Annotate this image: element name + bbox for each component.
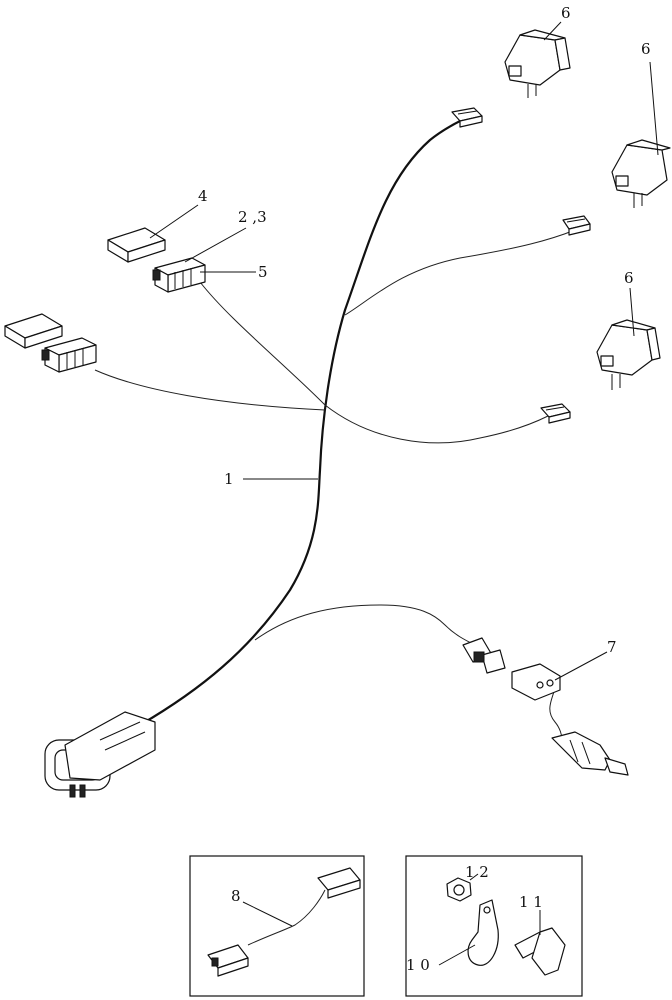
- callout-11: 1 1: [519, 893, 543, 911]
- callout-6-switch-1: 6: [561, 4, 571, 22]
- callout-4: 4: [198, 187, 208, 205]
- inline-connector-pair: [462, 637, 506, 674]
- multi-pin-connector-item-5: [152, 257, 206, 293]
- module-box-item-4: [107, 227, 166, 263]
- bolt-item-11: [514, 927, 566, 976]
- top-plug-connector: [451, 107, 483, 128]
- clamp-item-10: [467, 899, 499, 966]
- sensor-connector-item-7: [511, 663, 561, 701]
- callout-6-switch-2: 6: [641, 40, 651, 58]
- callout-7: 7: [607, 638, 617, 656]
- callout-10: 1 0: [406, 956, 430, 974]
- main-harness-plug: [44, 711, 156, 798]
- sensor-probe: [551, 731, 629, 776]
- branch-wire-to-sensor: [254, 604, 476, 646]
- callout-1: 1: [224, 470, 234, 488]
- callout-2-3: 2 ,3: [238, 208, 267, 226]
- lower-right-plug-connector: [540, 403, 571, 424]
- branch-wire-to-right-connector: [344, 229, 576, 316]
- hex-nut-item-12: [446, 877, 472, 902]
- callout-8: 8: [231, 887, 241, 905]
- callout-5: 5: [258, 263, 268, 281]
- inset-frame-items-10-12: [405, 855, 583, 997]
- right-plug-connector: [562, 215, 591, 236]
- left-multi-pin-connector: [41, 337, 97, 373]
- callout-12: 1 2: [465, 863, 489, 881]
- branch-wire-to-connector-5: [199, 281, 549, 444]
- main-harness-trunk: [139, 119, 463, 726]
- branch-wire-to-left-connector: [94, 369, 326, 411]
- rocker-switch-1: [504, 29, 571, 98]
- leader-lines: [149, 21, 659, 966]
- left-module-box: [4, 313, 63, 349]
- jumper-harness-item-8: [207, 867, 361, 977]
- inset-frame-item-8: [189, 855, 365, 997]
- rocker-switch-2: [611, 139, 671, 208]
- rocker-switch-3: [596, 319, 661, 390]
- sensor-pigtail-wire: [549, 687, 563, 741]
- callout-6-switch-3: 6: [624, 269, 634, 287]
